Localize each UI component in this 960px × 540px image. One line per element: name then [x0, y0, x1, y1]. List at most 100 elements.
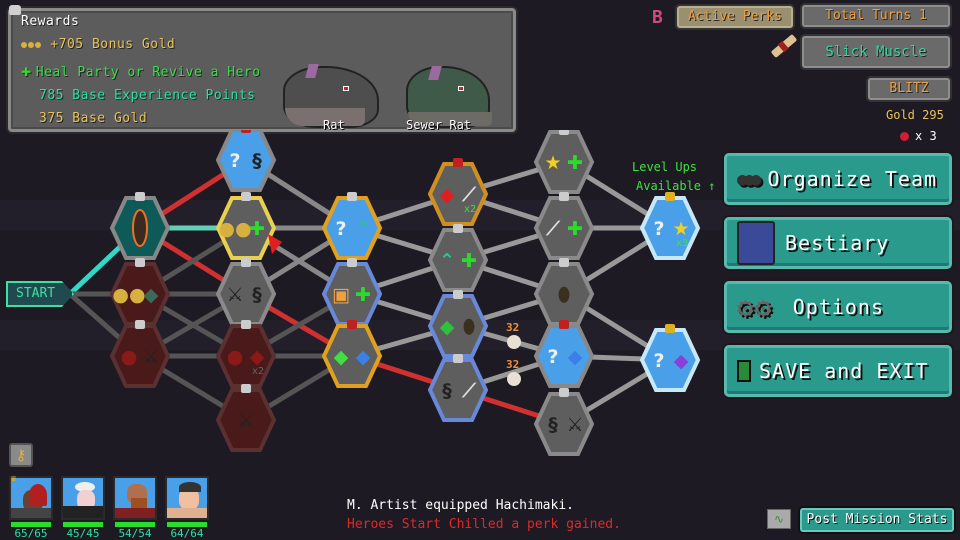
beetle-icon: ⬮ [558, 284, 570, 306]
base-gold: 375 Base Gold [39, 111, 148, 126]
hero-portrait [9, 476, 53, 520]
gem-icon [900, 132, 909, 141]
heal-reward: ✚Heal Party or Revive a Hero [21, 61, 261, 81]
node-skull-icon [347, 192, 357, 201]
map-node-final-star[interactable] [639, 196, 701, 260]
hp-bar [115, 522, 155, 527]
rune-icon: § [252, 284, 262, 306]
hero-hp: 64/64 [170, 527, 204, 540]
map-node-sword-bottom[interactable] [215, 388, 277, 452]
gold-coins-icon [21, 37, 42, 52]
?-icon: ? [653, 350, 664, 372]
hero-slot[interactable]: ♛ 65/65 [9, 474, 53, 540]
rune-4-icon: ◆ [674, 350, 689, 372]
heal-icon: ✚ [355, 284, 371, 306]
heal-icon: ✚ [249, 218, 265, 240]
hero-portrait [165, 476, 209, 520]
?-icon: ? [547, 346, 558, 368]
stats-graph-icon[interactable]: ∿ [767, 509, 791, 529]
tag-icon: ◆ [250, 346, 265, 368]
map-node-chev-heal[interactable] [427, 228, 489, 292]
bestiary-button[interactable]: Bestiary [724, 217, 952, 269]
rat-portrait-icon [283, 64, 379, 128]
gold-icon: ●● [112, 284, 145, 306]
node-skull-icon [559, 258, 569, 267]
level-ups-label: Level Ups [632, 160, 698, 174]
?-icon: ? [653, 218, 664, 240]
map-node-meat-tag[interactable] [215, 324, 277, 388]
hero-slot[interactable]: 45/45 [61, 476, 105, 540]
node-multiplier: x2 [464, 204, 476, 215]
mode-badge: BLITZ [868, 78, 950, 100]
node-skull-icon [347, 320, 357, 329]
party-marker-icon [132, 209, 148, 247]
node-skull-icon [453, 224, 463, 233]
map-node-final-rune4[interactable] [639, 328, 701, 392]
star-icon: ★ [544, 152, 561, 174]
options-button[interactable]: ⚙⚙ Options [724, 281, 952, 333]
hero-portrait [61, 476, 105, 520]
organize-team-button[interactable]: ●●● Organize Team [724, 153, 952, 205]
team-icon: ●●● [737, 168, 761, 190]
map-node-star-heal[interactable] [533, 130, 595, 194]
node-skull-icon [135, 258, 145, 267]
enemy-name: Sewer Rat [406, 118, 472, 132]
node-skull-icon [347, 258, 357, 267]
book-icon [737, 221, 775, 265]
map-node-meat-sword[interactable] [109, 324, 171, 388]
rune-icon: § [442, 380, 452, 402]
equipped-item-button[interactable]: Slick Muscle [802, 36, 950, 68]
cursor-pointer-icon [268, 234, 282, 254]
heal-icon: ✚ [567, 218, 583, 240]
skull-icon [9, 5, 21, 15]
rune-3-icon: ◆ [356, 346, 371, 368]
key-icon[interactable]: ⚷ [9, 443, 33, 467]
hero-slot[interactable]: 54/54 [113, 476, 157, 540]
node-skull-icon [665, 192, 675, 201]
timer-label: 32 [506, 321, 520, 334]
meat-icon: ● [121, 346, 138, 368]
map-node-top1[interactable] [215, 130, 277, 192]
gold-icon: ●● [218, 218, 251, 240]
hp-bar [11, 522, 51, 527]
feather-icon: ⟋ [545, 218, 561, 240]
gear-icon: ⚙⚙ [737, 290, 773, 324]
node-skull-icon [241, 192, 251, 201]
rune-icon: § [548, 414, 558, 436]
map-node-mystery-green[interactable] [321, 196, 383, 260]
active-perks-button[interactable]: Active Perks [677, 6, 793, 28]
node-multiplier: x3 [676, 238, 688, 249]
green-tag-icon: ◆ [334, 346, 349, 368]
rune-1-icon: ◆ [144, 284, 159, 306]
map-node-rune2-bug[interactable] [427, 294, 489, 358]
chevrons-icon: ⌃ [439, 250, 455, 272]
sword-icon: ⚔ [226, 284, 243, 306]
save-exit-button[interactable]: SAVE and EXIT [724, 345, 952, 397]
map-node-tag-rune3[interactable] [321, 324, 383, 388]
map-node-mystery-rune3[interactable] [533, 324, 595, 388]
?-icon: ? [335, 218, 346, 240]
hero-portrait [113, 476, 157, 520]
rewards-panel: Rewards +705 Bonus Gold ✚Heal Party or R… [8, 5, 516, 132]
level-ups-available: Available ↑ [636, 179, 716, 193]
map-node-rune-sword[interactable] [533, 392, 595, 456]
gold-counter: Gold 295 [886, 108, 944, 122]
node-skull-icon [241, 384, 251, 393]
node-skull-icon [559, 388, 569, 397]
map-node-gold-heal[interactable] [215, 196, 277, 260]
rune-3-icon: ◆ [568, 346, 583, 368]
hero-slot[interactable]: 64/64 [165, 476, 209, 540]
map-node-feather-heal[interactable] [533, 196, 595, 260]
feather-icon: ⟋ [461, 184, 477, 206]
mission-map: ?§●●✚●●◆⚔§●⚔●◆x2⚔?⌃▣✚◆◆◆⟋x2⌃✚◆⬮§⟋★✚⟋✚⬮?◆… [66, 130, 701, 456]
post-mission-stats-button[interactable]: Post Mission Stats [800, 508, 954, 532]
hero-hp: 45/45 [66, 527, 100, 540]
gem-count: x 3 [915, 129, 937, 143]
log-message-alert: Heroes Start Chilled a perk gained. [347, 517, 621, 532]
map-node-tag-feather[interactable] [427, 162, 489, 226]
feather-icon: ⟋ [461, 380, 477, 402]
clock-icon [507, 372, 521, 386]
map-node-rune-feather[interactable] [427, 358, 489, 422]
sword-icon: ⚔ [566, 414, 583, 436]
clock-icon [507, 335, 521, 349]
